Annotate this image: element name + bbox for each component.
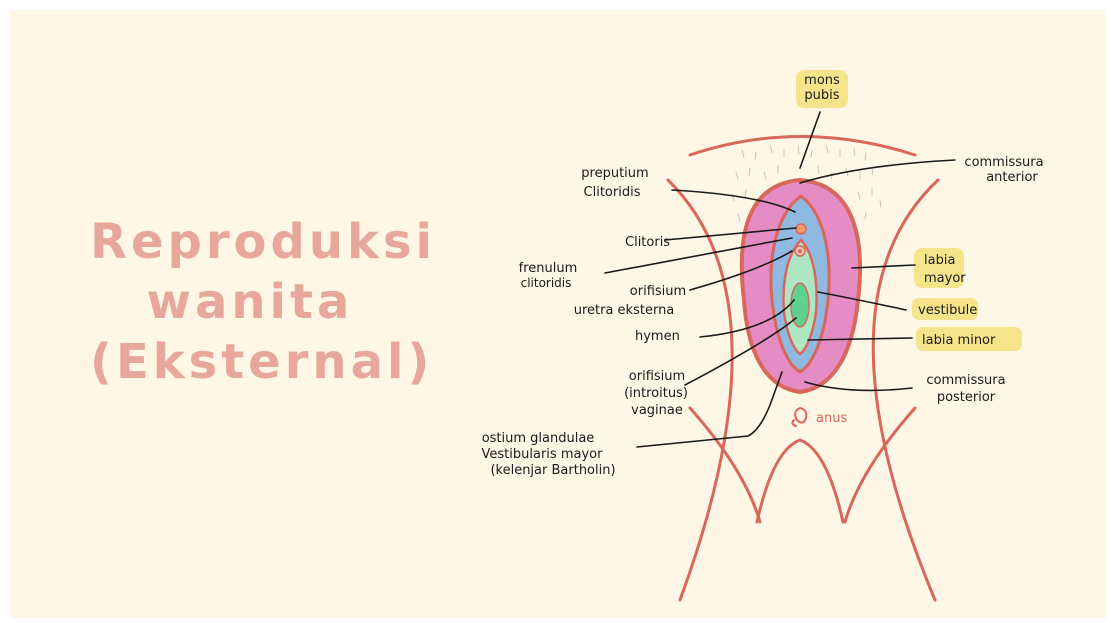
left-buttock-line [690,408,760,522]
clitoris-shape [796,224,806,234]
label-vestibule: vestibule [918,303,977,318]
label-frenulum-line1: frenulum [519,261,578,276]
label-ostium-line3: (kelenjar Bartholin) [490,463,615,478]
label-orifisium-vaginae-line3: vaginae [631,403,683,418]
label-hymen: hymen [635,329,680,344]
label-labia-mayor-line1: labia [924,253,955,268]
urethra-dot [798,249,802,253]
label-commissura-posterior-line2: posterior [937,390,996,405]
label-frenulum-line2: clitoridis [521,276,572,290]
label-commissura-anterior-line1: commissura [964,155,1043,170]
label-orifisium-uretra-line2: uretra eksterna [574,303,675,318]
label-orifisium-uretra-line1: orifisium [630,284,686,299]
label-preputium-line1: preputium [581,166,648,181]
label-mons-pubis-line2: pubis [804,88,839,103]
label-clitoris: Clitoris [625,235,670,250]
perineum-curve [757,440,843,522]
label-commissura-posterior-line1: commissura [926,373,1005,388]
label-commissura-anterior-line2: anterior [986,170,1038,185]
label-mons-pubis-line1: mons [804,73,840,88]
label-orifisium-vaginae-line1: orifisium [629,369,685,384]
label-ostium-line2: Vestibularis mayor [482,447,604,462]
label-labia-minor: labia minor [922,333,996,348]
anus-icon [792,408,806,426]
label-ostium-line1: ostium glandulae [482,431,595,446]
label-orifisium-vaginae-line2: (introitus) [624,386,688,401]
label-labia-mayor-line2: mayor [924,271,966,286]
label-anus: anus [816,411,847,426]
abdomen-curve [690,137,915,156]
label-preputium-line2: Clitoridis [584,185,641,200]
